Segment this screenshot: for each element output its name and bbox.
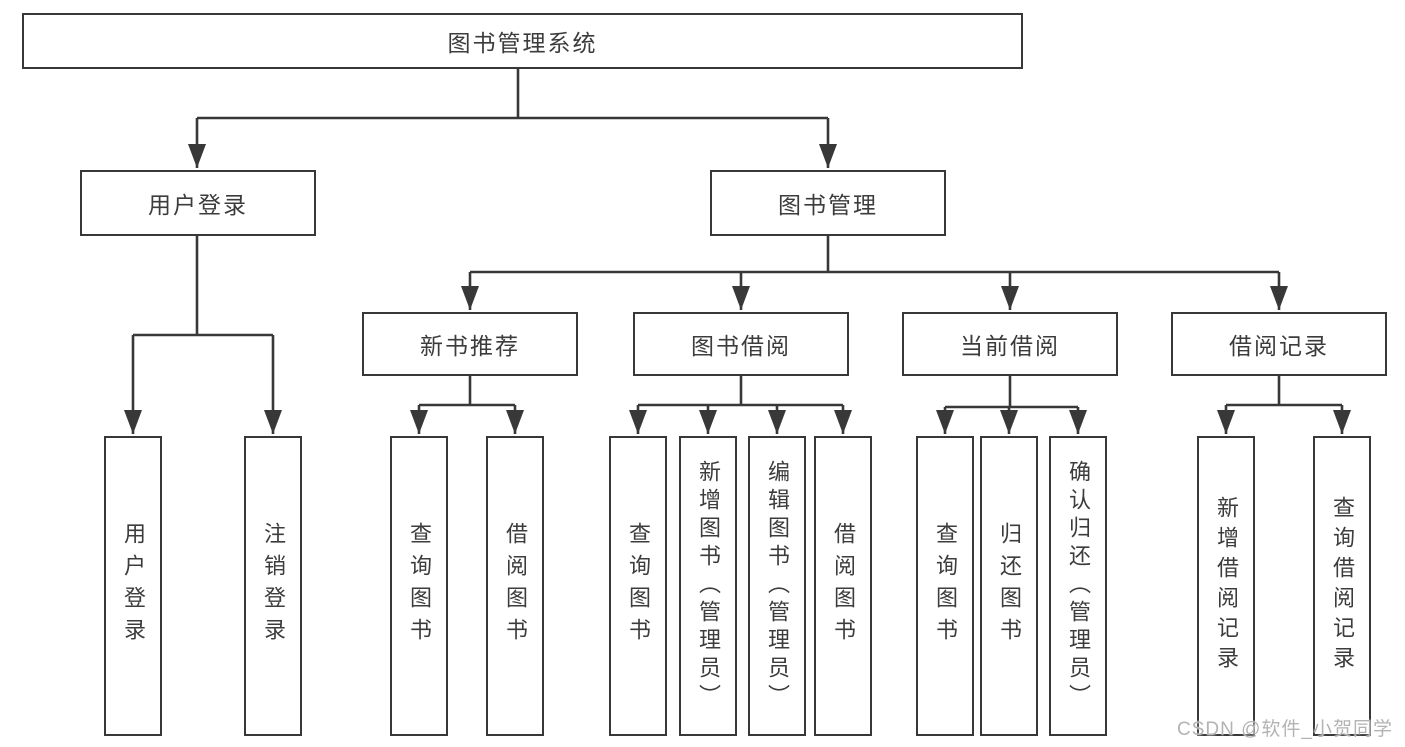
node-new-books: 新书推荐 [362, 312, 578, 376]
leaf-logout: 注销登录 [244, 436, 302, 736]
leaf-borrow-edit-admin-label: 编辑图书（管理员） [765, 460, 790, 712]
node-borrow-records: 借阅记录 [1171, 312, 1387, 376]
leaf-borrow-add-admin: 新增图书（管理员） [679, 436, 737, 736]
leaf-current-confirm-admin: 确认归还（管理员） [1049, 436, 1107, 736]
leaf-borrow-borrow: 借阅图书 [814, 436, 872, 736]
leaf-records-query: 查询借阅记录 [1313, 436, 1371, 736]
leaf-records-add-label: 新增借阅记录 [1214, 496, 1239, 676]
connector-new-books-children [410, 376, 524, 434]
connector-borrow-records-children [1217, 376, 1351, 434]
node-current-borrow-label: 当前借阅 [960, 333, 1060, 359]
leaf-newbooks-query: 查询图书 [390, 436, 448, 736]
node-book-mgmt: 图书管理 [710, 170, 946, 236]
leaf-newbooks-borrow-label: 借阅图书 [503, 522, 528, 650]
leaf-borrow-query: 查询图书 [609, 436, 667, 736]
node-book-mgmt-label: 图书管理 [778, 192, 878, 218]
node-new-books-label: 新书推荐 [420, 333, 520, 359]
csdn-watermark: CSDN @软件_小贺同学 [1177, 719, 1393, 740]
leaf-current-query: 查询图书 [916, 436, 974, 736]
node-book-borrow-label: 图书借阅 [691, 333, 791, 359]
connector-user-login-children [124, 236, 282, 434]
leaf-records-query-label: 查询借阅记录 [1330, 496, 1355, 676]
connector-book-borrow-children [629, 376, 852, 434]
connector-root-to-level2 [188, 69, 837, 168]
leaf-records-add: 新增借阅记录 [1197, 436, 1255, 736]
node-user-login: 用户登录 [80, 170, 316, 236]
node-book-borrow: 图书借阅 [633, 312, 849, 376]
connector-current-borrow-children [936, 376, 1087, 434]
node-user-login-label: 用户登录 [148, 192, 248, 218]
leaf-newbooks-borrow: 借阅图书 [486, 436, 544, 736]
leaf-current-query-label: 查询图书 [933, 522, 958, 650]
node-root: 图书管理系统 [22, 13, 1023, 69]
leaf-borrow-edit-admin: 编辑图书（管理员） [748, 436, 806, 736]
leaf-logout-label: 注销登录 [261, 522, 286, 650]
node-current-borrow: 当前借阅 [902, 312, 1118, 376]
leaf-borrow-query-label: 查询图书 [626, 522, 651, 650]
node-root-label: 图书管理系统 [447, 30, 598, 56]
leaf-current-return: 归还图书 [980, 436, 1038, 736]
leaf-current-return-label: 归还图书 [997, 522, 1022, 650]
leaf-current-confirm-admin-label: 确认归还（管理员） [1066, 460, 1091, 712]
leaf-newbooks-query-label: 查询图书 [407, 522, 432, 650]
node-borrow-records-label: 借阅记录 [1229, 333, 1329, 359]
leaf-user-login-label: 用户登录 [121, 522, 146, 650]
leaf-borrow-borrow-label: 借阅图书 [831, 522, 856, 650]
leaf-user-login: 用户登录 [104, 436, 162, 736]
connector-book-mgmt-to-level3 [461, 236, 1288, 310]
leaf-borrow-add-admin-label: 新增图书（管理员） [696, 460, 721, 712]
